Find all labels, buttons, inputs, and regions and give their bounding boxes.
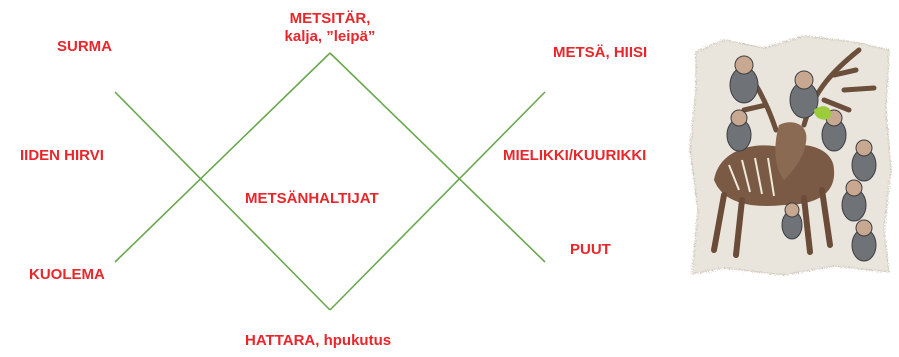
line-bottom-left — [114, 52, 331, 263]
moose-head — [775, 122, 807, 180]
forest-spirits — [726, 55, 877, 262]
spirit-4-head — [855, 139, 873, 157]
line-top-left — [114, 91, 331, 311]
spirit-2-head — [794, 70, 814, 90]
line-top-right — [329, 52, 546, 263]
label-right-metsa-hiisi: METSÄ, HIISI — [553, 44, 648, 61]
spirit-8-head — [784, 202, 800, 218]
moose-spirits-illustration — [689, 35, 892, 276]
label-top: METSITÄR, kalja, ”leipä” — [262, 10, 398, 46]
label-top-line2: kalja, ”leipä” — [284, 28, 376, 45]
label-right-mielikki: MIELIKKI/KUURIKKI — [503, 147, 647, 164]
spirit-5-head — [845, 179, 863, 197]
spirit-6-head — [855, 219, 873, 237]
label-top-line1: METSITÄR, — [289, 10, 371, 27]
moose-legs — [711, 187, 833, 258]
spirit-7-head — [730, 109, 748, 127]
label-left-kuolema: KUOLEMA — [29, 266, 105, 283]
label-left-iiden-hirvi: IIDEN HIRVI — [20, 147, 104, 164]
spirit-1-head — [734, 55, 754, 75]
moose — [711, 122, 835, 258]
line-bottom-right — [329, 91, 546, 311]
label-left-surma: SURMA — [57, 38, 112, 55]
green-leaf — [814, 106, 831, 120]
moose-body — [714, 144, 835, 206]
label-right-puut: PUUT — [570, 241, 611, 258]
moose-ribs — [728, 157, 775, 197]
label-center: METSÄNHALTIJAT — [245, 190, 379, 207]
label-bottom: HATTARA, hpukutus — [245, 332, 392, 349]
